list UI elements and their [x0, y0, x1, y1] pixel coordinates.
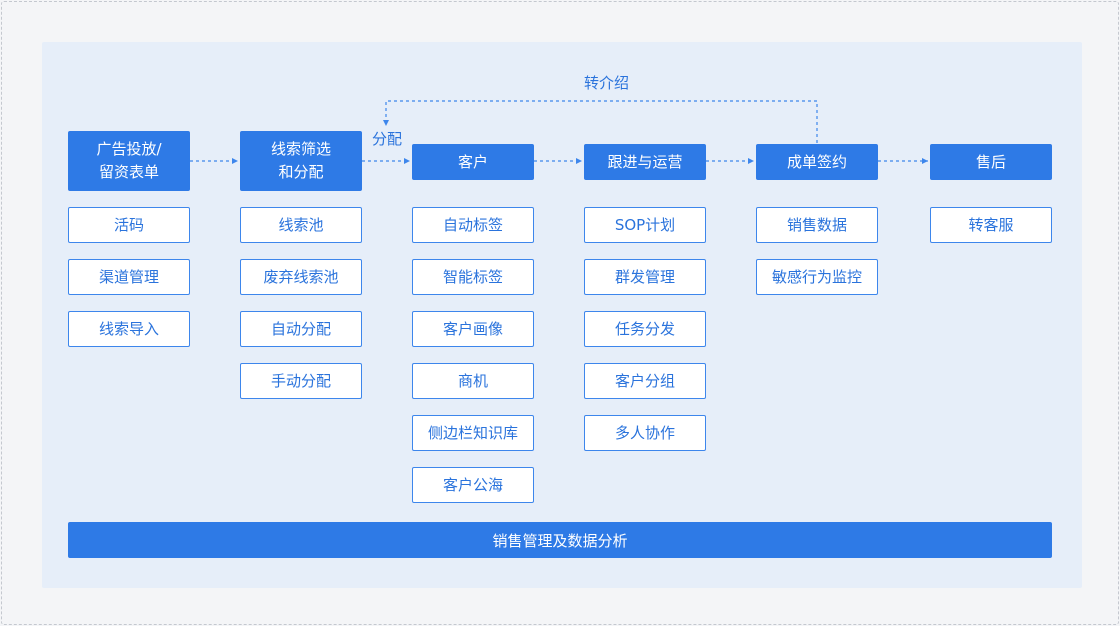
stage-1-item: 线索导入 [68, 311, 190, 347]
stage-3-item: 侧边栏知识库 [412, 415, 534, 451]
stage-5-header: 成单签约 [756, 144, 878, 180]
stage-4-item: 客户分组 [584, 363, 706, 399]
stage-3-item: 自动标签 [412, 207, 534, 243]
stage-4-item: 群发管理 [584, 259, 706, 295]
stage-6-item: 转客服 [930, 207, 1052, 243]
stage-3-header: 客户 [412, 144, 534, 180]
stage-3-item: 智能标签 [412, 259, 534, 295]
stage-3-item: 商机 [412, 363, 534, 399]
stage-4-item: 多人协作 [584, 415, 706, 451]
referral-label: 转介绍 [584, 74, 630, 92]
stage-5-item: 敏感行为监控 [756, 259, 878, 295]
stage-4-header: 跟进与运营 [584, 144, 706, 180]
sales-analytics-bar: 销售管理及数据分析 [68, 522, 1052, 558]
stage-2-header: 线索筛选 和分配 [240, 131, 362, 191]
stage-1-header: 广告投放/ 留资表单 [68, 131, 190, 191]
stage-2-item: 线索池 [240, 207, 362, 243]
stage-2-item: 自动分配 [240, 311, 362, 347]
stage-1-item: 渠道管理 [68, 259, 190, 295]
stage-4-item: SOP计划 [584, 207, 706, 243]
referral-loop-arrow [383, 100, 818, 143]
diagram-panel [42, 42, 1082, 588]
stage-4-item: 任务分发 [584, 311, 706, 347]
stage-1-item: 活码 [68, 207, 190, 243]
stage-3-item: 客户画像 [412, 311, 534, 347]
stage-2-item: 废弃线索池 [240, 259, 362, 295]
stage-2-item: 手动分配 [240, 363, 362, 399]
assign-label: 分配 [372, 130, 403, 148]
stage-5-item: 销售数据 [756, 207, 878, 243]
stage-3-item: 客户公海 [412, 467, 534, 503]
stage-6-header: 售后 [930, 144, 1052, 180]
